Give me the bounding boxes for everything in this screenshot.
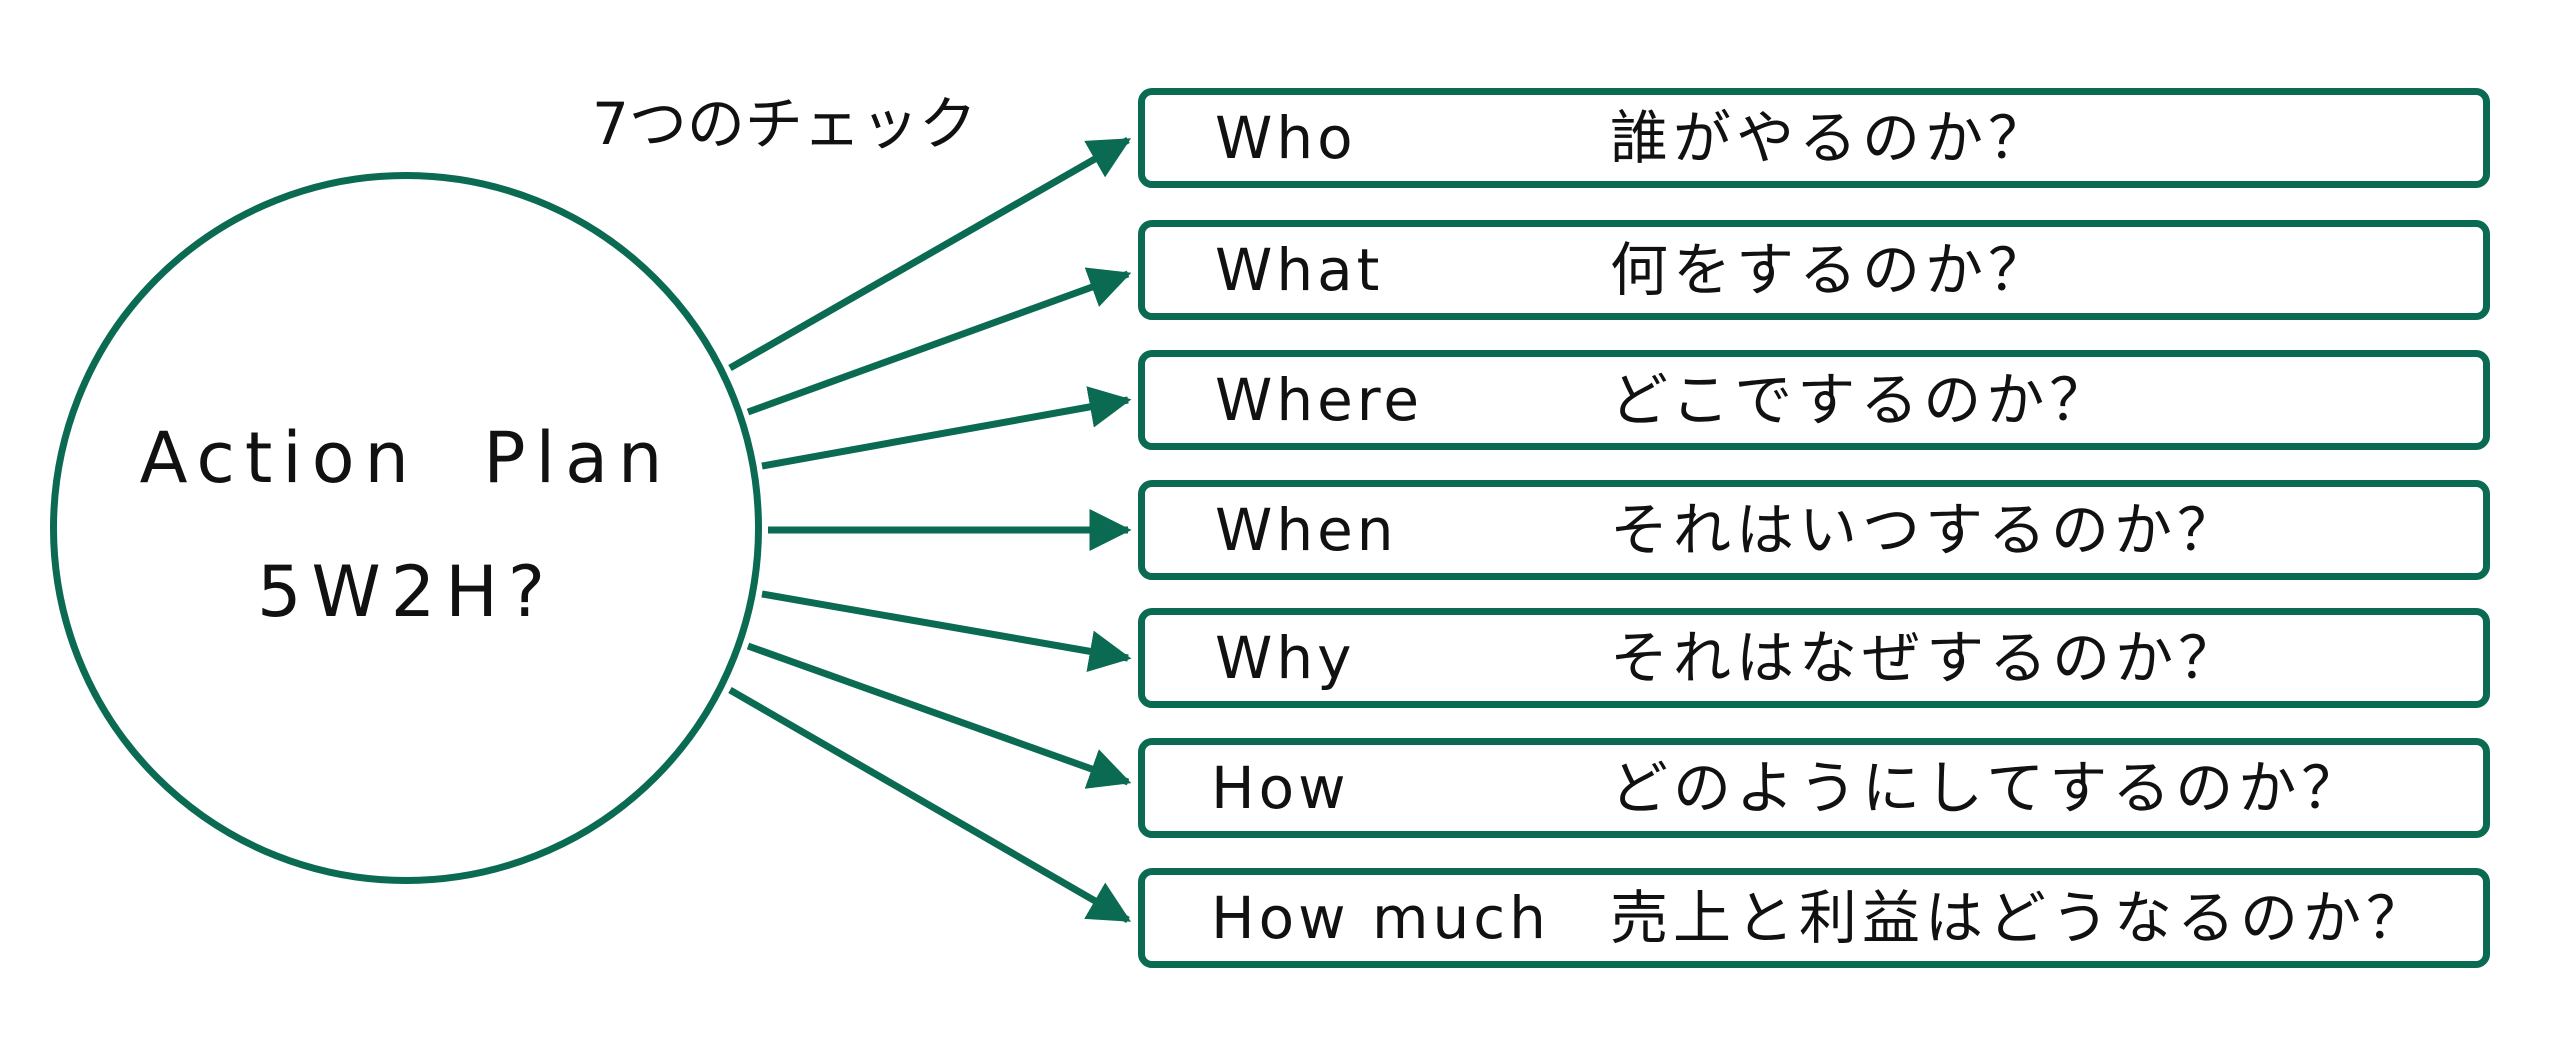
description-how-much: 売上と利益はどうなるのか？ [1610,884,2430,952]
center-subtitle: 5W2H? [256,551,556,633]
arrow-what [746,267,1132,416]
check-box-when: When それはいつするのか？ [1138,480,2490,580]
arrow-who [728,136,1132,372]
check-box-how-much: How much 売上と利益はどうなるのか？ [1138,868,2490,968]
term-where: Where [1215,366,1424,434]
description-who: 誰がやるのか？ [1610,104,2052,172]
term-who: Who [1215,104,1357,172]
center-circle [50,172,762,884]
arrow-how [746,642,1132,789]
term-what: What [1215,236,1384,304]
description-when: それはいつするのか？ [1610,496,2241,564]
description-where: どこでするのか？ [1610,366,2113,434]
term-when: When [1215,496,1398,564]
term-how: How [1211,754,1350,822]
arrow-how-much [728,686,1132,924]
description-what: 何をするのか？ [1610,236,2052,304]
arrow-why [761,590,1132,673]
description-why: それはなぜするのか？ [1610,624,2242,692]
check-box-what: What 何をするのか？ [1138,220,2490,320]
center-title: Action Plan [139,417,673,499]
term-why: Why [1215,624,1356,692]
check-box-who: Who 誰がやるのか？ [1138,88,2490,188]
check-box-where: Where どこでするのか？ [1138,350,2490,450]
description-how: どのようにしてするのか？ [1610,754,2365,822]
caption-seven-checks: 7つのチェック [592,90,977,158]
term-how-much: How much [1211,884,1550,952]
arrow-where [761,386,1132,470]
check-box-why: Why それはなぜするのか？ [1138,608,2490,708]
check-box-how: How どのようにしてするのか？ [1138,738,2490,838]
